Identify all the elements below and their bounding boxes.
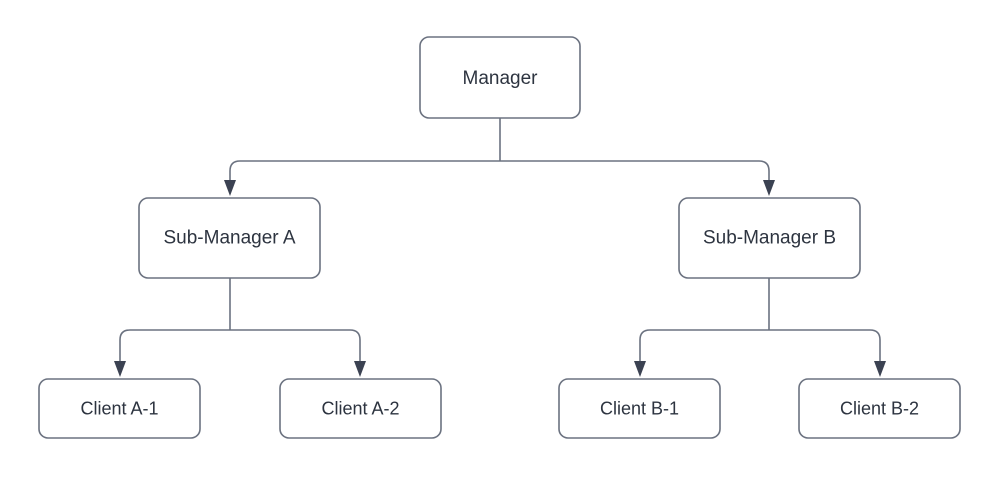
node-client-b-2[interactable]: Client B-2	[798, 378, 961, 439]
node-manager-label: Manager	[463, 68, 539, 89]
arrowhead-sub-manager-a	[224, 180, 236, 196]
node-sub-manager-b-label: Sub-Manager B	[703, 228, 836, 249]
node-client-b-1-box[interactable]	[558, 378, 721, 439]
node-client-b-1[interactable]: Client B-1	[558, 378, 721, 439]
node-client-a-2-label: Client A-2	[321, 399, 399, 419]
node-sub-manager-b-box[interactable]	[678, 197, 861, 279]
edge-sub-manager-b-to-client-b-2	[769, 329, 881, 361]
arrowhead-client-b-2	[874, 361, 886, 377]
node-sub-manager-b[interactable]: Sub-Manager B	[678, 197, 861, 279]
node-manager[interactable]: Manager	[419, 36, 581, 119]
node-client-a-2-box[interactable]	[279, 378, 442, 439]
node-client-a-1[interactable]: Client A-1	[38, 378, 201, 439]
edge-group-sub-manager-a	[114, 278, 366, 377]
node-client-a-1-label: Client A-1	[80, 399, 158, 419]
edge-group-sub-manager-b	[634, 278, 886, 377]
node-client-a-1-box[interactable]	[38, 378, 201, 439]
arrowhead-client-a-2	[354, 361, 366, 377]
edge-manager-to-sub-manager-b	[500, 160, 770, 180]
node-sub-manager-a-box[interactable]	[138, 197, 321, 279]
node-client-b-2-box[interactable]	[798, 378, 961, 439]
arrowhead-client-b-1	[634, 361, 646, 377]
edge-sub-manager-b-to-client-b-1	[639, 329, 769, 361]
arrowhead-sub-manager-b	[763, 180, 775, 196]
arrowhead-client-a-1	[114, 361, 126, 377]
node-client-a-2[interactable]: Client A-2	[279, 378, 442, 439]
edge-sub-manager-a-to-client-a-2	[230, 329, 361, 361]
node-client-b-1-label: Client B-1	[600, 399, 679, 419]
node-sub-manager-a-label: Sub-Manager A	[163, 228, 295, 249]
edge-group-manager	[224, 118, 775, 196]
node-client-b-2-label: Client B-2	[840, 399, 919, 419]
node-sub-manager-a[interactable]: Sub-Manager A	[138, 197, 321, 279]
node-manager-box[interactable]	[419, 36, 581, 119]
edge-manager-to-sub-manager-a	[229, 160, 500, 180]
edge-sub-manager-a-to-client-a-1	[119, 329, 230, 361]
